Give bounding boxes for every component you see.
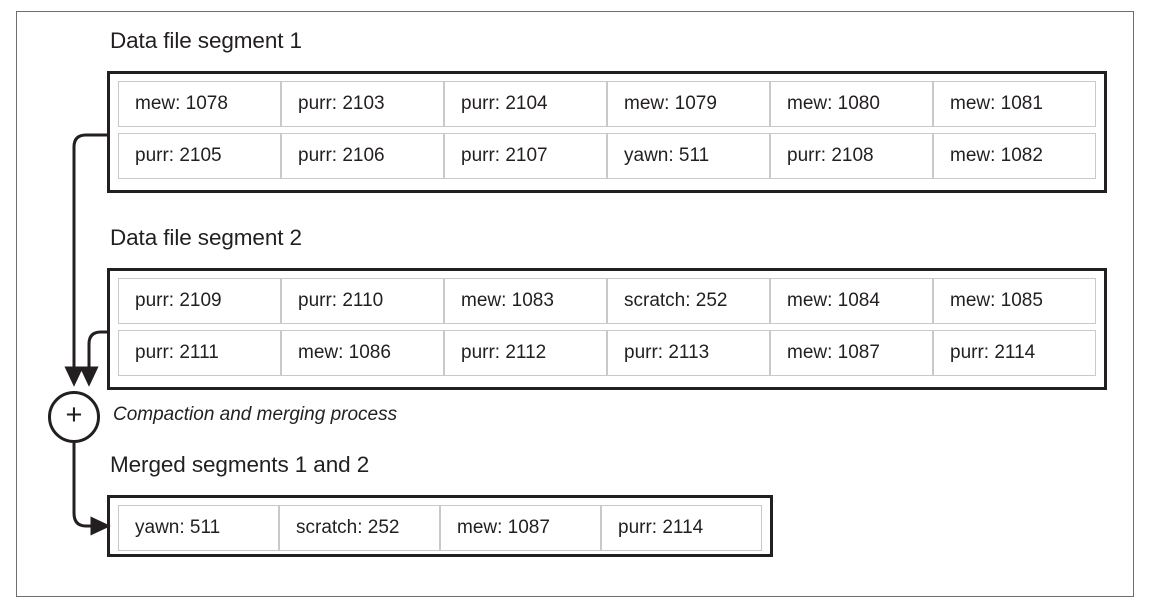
- data-cell: mew: 1084: [770, 278, 933, 324]
- data-cell: purr: 2105: [118, 133, 281, 179]
- table-row: purr: 2105 purr: 2106 purr: 2107 yawn: 5…: [118, 133, 1096, 179]
- section-title-merged: Merged segments 1 and 2: [110, 452, 370, 477]
- table-row: purr: 2111 mew: 1086 purr: 2112 purr: 21…: [118, 330, 1096, 376]
- segment-box-1: mew: 1078 purr: 2103 purr: 2104 mew: 107…: [107, 71, 1107, 193]
- data-cell: purr: 2113: [607, 330, 770, 376]
- data-cell: mew: 1085: [933, 278, 1096, 324]
- merge-node: +: [48, 391, 100, 443]
- data-cell: mew: 1080: [770, 81, 933, 127]
- data-cell: yawn: 511: [118, 505, 279, 551]
- data-cell: purr: 2108: [770, 133, 933, 179]
- data-cell: mew: 1082: [933, 133, 1096, 179]
- table-row: purr: 2109 purr: 2110 mew: 1083 scratch:…: [118, 278, 1096, 324]
- data-cell: purr: 2110: [281, 278, 444, 324]
- data-cell: purr: 2114: [601, 505, 762, 551]
- table-row: yawn: 511 scratch: 252 mew: 1087 purr: 2…: [118, 505, 762, 551]
- data-cell: yawn: 511: [607, 133, 770, 179]
- data-cell: scratch: 252: [607, 278, 770, 324]
- section-title-segment-1: Data file segment 1: [110, 28, 302, 53]
- segment-box-merged: yawn: 511 scratch: 252 mew: 1087 purr: 2…: [107, 495, 773, 557]
- section-title-segment-2: Data file segment 2: [110, 225, 302, 250]
- data-cell: purr: 2103: [281, 81, 444, 127]
- data-cell: purr: 2109: [118, 278, 281, 324]
- data-cell: mew: 1083: [444, 278, 607, 324]
- process-caption: Compaction and merging process: [113, 404, 398, 425]
- data-cell: mew: 1079: [607, 81, 770, 127]
- data-cell: mew: 1086: [281, 330, 444, 376]
- data-cell: purr: 2114: [933, 330, 1096, 376]
- segment-box-2: purr: 2109 purr: 2110 mew: 1083 scratch:…: [107, 268, 1107, 390]
- data-cell: mew: 1087: [440, 505, 601, 551]
- data-cell: mew: 1087: [770, 330, 933, 376]
- data-cell: purr: 2107: [444, 133, 607, 179]
- data-cell: purr: 2106: [281, 133, 444, 179]
- data-cell: purr: 2112: [444, 330, 607, 376]
- data-cell: mew: 1081: [933, 81, 1096, 127]
- data-cell: mew: 1078: [118, 81, 281, 127]
- data-cell: purr: 2111: [118, 330, 281, 376]
- table-row: mew: 1078 purr: 2103 purr: 2104 mew: 107…: [118, 81, 1096, 127]
- data-cell: scratch: 252: [279, 505, 440, 551]
- data-cell: purr: 2104: [444, 81, 607, 127]
- plus-icon: +: [65, 399, 83, 431]
